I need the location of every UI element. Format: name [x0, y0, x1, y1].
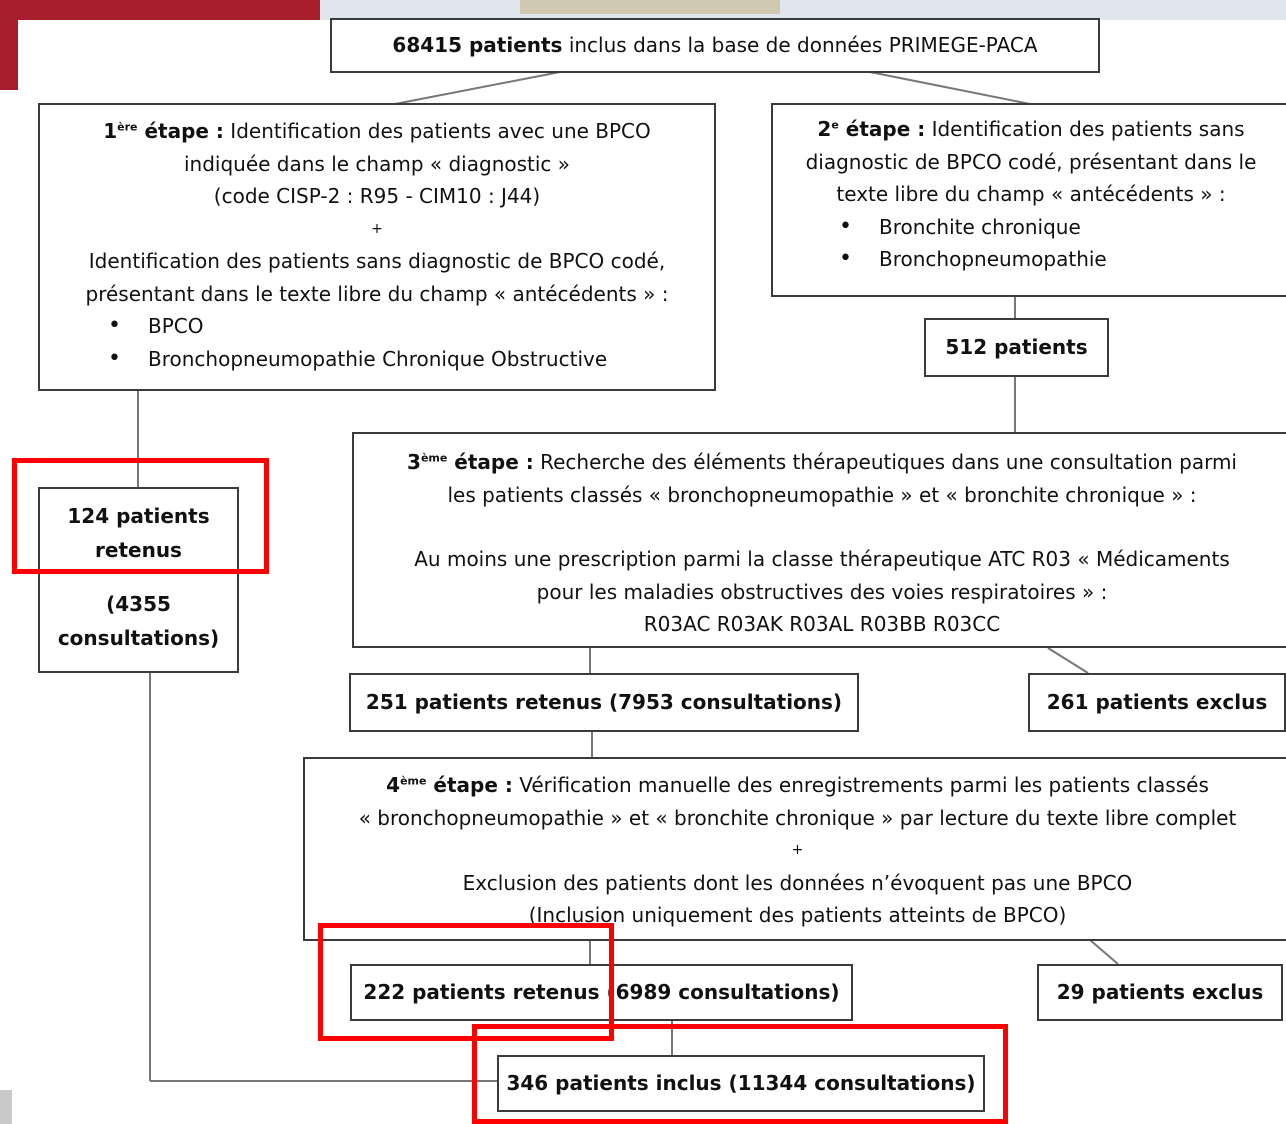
header-logo-edge	[0, 20, 18, 90]
step4-line2: « bronchopneumopathie » et « bronchite c…	[358, 805, 1237, 830]
step4-line4: (Inclusion uniquement des patients attei…	[528, 903, 1067, 927]
step4-box: 4ème étape : Vérification manuelle des e…	[303, 757, 1286, 941]
patients-261-label: 261 patients exclus	[1046, 690, 1268, 714]
step2-heading: 2e étape : Identification des patients s…	[817, 117, 1245, 141]
step1-box: 1ère étape : Identification des patients…	[38, 103, 716, 391]
patients-29-box: 29 patients exclus	[1037, 964, 1283, 1021]
slide-corner-mark	[0, 1090, 12, 1124]
step2-list: Bronchite chronique Bronchopneumopathie	[839, 211, 1286, 276]
highlight-346-patients	[472, 1024, 1008, 1124]
connector-top-step2	[869, 71, 1031, 105]
total-patients-text: inclus dans la base de données PRIMEGE-P…	[562, 33, 1038, 57]
total-patients-count: 68415 patients	[392, 33, 563, 57]
step3-heading: 3ème étape : Recherche des éléments thér…	[407, 450, 1237, 474]
patients-346-label: 346 patients inclus (11344 consultations…	[506, 1071, 976, 1095]
header-logo-banner	[0, 0, 320, 20]
step1-list-item: Bronchopneumopathie Chronique Obstructiv…	[108, 343, 714, 376]
step4-plus: +	[791, 842, 804, 858]
step1-line3: (code CISP-2 : R95 - CIM10 : J44)	[213, 184, 541, 208]
step3-line3: Au moins une prescription parmi la class…	[414, 547, 1230, 571]
step4-heading: 4ème étape : Vérification manuelle des e…	[386, 773, 1209, 797]
patients-124-box: 124 patients retenus (4355 consultations…	[38, 487, 239, 673]
patients-124-line3: (4355	[106, 592, 171, 616]
step3-line5: R03AC R03AK R03AL R03BB R03CC	[643, 612, 1001, 636]
step2-line2: diagnostic de BPCO codé, présentant dans…	[805, 149, 1257, 174]
step2-line3: texte libre du champ « antécédents » :	[836, 182, 1226, 206]
patients-222-label: 222 patients retenus (6989 consultations…	[363, 980, 840, 1004]
patients-124-line1: 124 patients	[67, 504, 210, 528]
step1-line2: indiquée dans le champ « diagnostic »	[183, 151, 571, 176]
header-photo	[520, 0, 780, 14]
patients-251-label: 251 patients retenus (7953 consultations…	[365, 690, 843, 714]
connector-step4-29	[1089, 939, 1119, 965]
step2-box: 2e étape : Identification des patients s…	[771, 103, 1286, 297]
patients-512-label: 512 patients	[945, 335, 1088, 359]
step3-box: 3ème étape : Recherche des éléments thér…	[352, 432, 1286, 648]
connector-step3-261	[1047, 647, 1089, 674]
step1-heading: 1ère étape : Identification des patients…	[103, 119, 651, 143]
patients-512-box: 512 patients	[924, 318, 1109, 377]
step1-list: BPCO Bronchopneumopathie Chronique Obstr…	[108, 310, 714, 376]
step2-list-item: Bronchopneumopathie	[839, 243, 1286, 276]
step3-line4: pour les maladies obstructives des voies…	[536, 579, 1108, 604]
highlight-222-patients	[318, 923, 614, 1041]
total-patients-box: 68415 patients inclus dans la base de do…	[330, 18, 1100, 73]
step3-line2: les patients classés « bronchopneumopath…	[447, 482, 1197, 507]
patients-222-box: 222 patients retenus (6989 consultations…	[350, 964, 853, 1021]
patients-124-line4: consultations)	[57, 626, 220, 650]
patients-124-line2: retenus	[95, 538, 182, 562]
step2-list-item: Bronchite chronique	[839, 211, 1286, 244]
patients-346-box: 346 patients inclus (11344 consultations…	[497, 1055, 985, 1112]
patients-29-label: 29 patients exclus	[1056, 980, 1264, 1004]
step1-plus: +	[371, 220, 383, 237]
step1-line5: présentant dans le texte libre du champ …	[85, 281, 669, 306]
step1-list-item: BPCO	[108, 310, 714, 343]
step1-line4: Identification des patients sans diagnos…	[88, 249, 666, 273]
step4-line3: Exclusion des patients dont les données …	[462, 870, 1133, 895]
patients-251-box: 251 patients retenus (7953 consultations…	[349, 673, 859, 732]
highlight-124-patients	[12, 458, 269, 574]
connector-top-step1	[394, 71, 561, 105]
patients-261-box: 261 patients exclus	[1028, 673, 1286, 732]
